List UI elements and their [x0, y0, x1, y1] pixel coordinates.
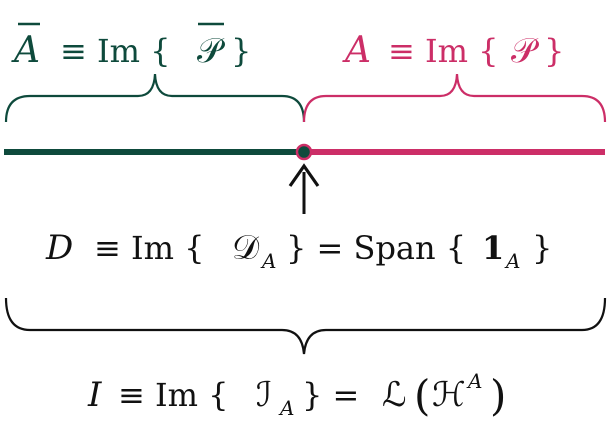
whole-calI-sub: A	[278, 396, 294, 420]
boundary-calD: 𝒟	[232, 228, 260, 268]
set-close: }	[544, 32, 564, 70]
set-brace	[302, 73, 607, 123]
set-label: A ≡ Im { 𝒫 }	[342, 30, 564, 71]
whole-calL: ℒ	[382, 375, 407, 415]
whole-calH: ℋ	[432, 375, 466, 415]
complement-close: }	[231, 32, 251, 70]
whole-def-start: ≡ Im {	[118, 376, 229, 414]
whole-close-paren: )	[490, 371, 506, 420]
whole-equals: } =	[302, 376, 359, 414]
complement-label: A ≡ Im { 𝒫 }	[11, 22, 251, 71]
boundary-point	[295, 143, 313, 161]
whole-brace	[4, 297, 607, 355]
whole-calI: ℐ	[256, 375, 272, 415]
boundary-label: D ≡ Im { 𝒟 A } = Span { 𝟏 A }	[45, 228, 552, 273]
complement-brace	[4, 73, 306, 123]
set-calp: 𝒫	[511, 31, 539, 71]
complement-calp: 𝒫	[197, 31, 225, 71]
whole-symbol: I	[87, 375, 102, 415]
boundary-indicator: 𝟏	[482, 229, 504, 267]
boundary-calD-sub: A	[260, 249, 276, 273]
complement-def: ≡ Im {	[60, 32, 171, 70]
boundary-symbol: D	[45, 228, 73, 268]
whole-calH-sup: A	[466, 369, 482, 393]
arrow-up-icon	[288, 163, 320, 214]
whole-label: I ≡ Im { ℐ A } = ℒ ( ℋ A )	[87, 369, 506, 420]
boundary-span: } = Span {	[286, 229, 466, 267]
set-symbol: A	[342, 30, 371, 71]
boundary-close: }	[532, 229, 552, 267]
whole-open-paren: (	[414, 371, 430, 420]
complement-symbol: A	[11, 30, 40, 71]
boundary-def-start: ≡ Im {	[94, 229, 205, 267]
boundary-indicator-sub: A	[504, 249, 520, 273]
set-def: ≡ Im {	[388, 32, 499, 70]
